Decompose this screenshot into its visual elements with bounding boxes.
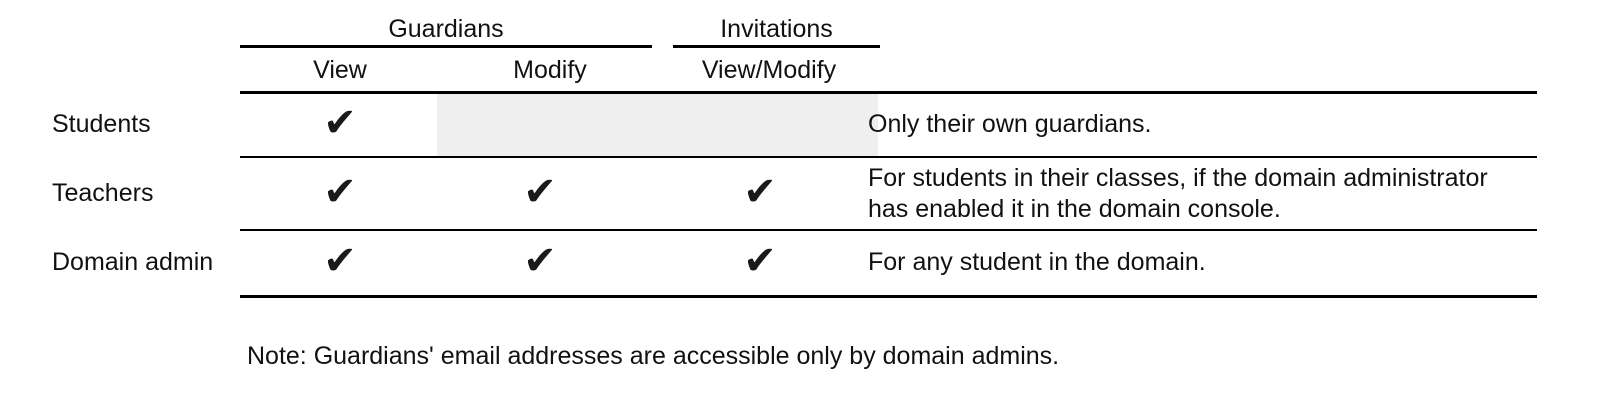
table-rule-header-bottom	[240, 91, 1537, 94]
check-teachers-invitations-view-modify: ✔	[743, 169, 777, 215]
row-label-domain-admin: Domain admin	[52, 248, 214, 276]
table-footnote: Note: Guardians' email addresses are acc…	[247, 342, 1060, 370]
column-group-header-invitations: Invitations	[720, 15, 833, 43]
table-rule-after-students	[240, 156, 1537, 158]
column-header-invitations-view-modify: View/Modify	[701, 56, 837, 84]
column-header-guardians-view: View	[313, 56, 367, 84]
column-header-guardians-modify: Modify	[513, 56, 587, 84]
check-students-guardians-view: ✔	[323, 100, 357, 146]
disabled-cell-shading-students	[437, 94, 878, 156]
table-rule-after-teachers	[240, 229, 1537, 231]
row-label-teachers: Teachers	[52, 179, 154, 207]
row-label-students: Students	[52, 110, 151, 138]
row-description-domain-admin: For any student in the domain.	[868, 248, 1206, 276]
column-group-rule-guardians	[240, 45, 652, 48]
column-group-header-guardians: Guardians	[388, 15, 504, 43]
table-rule-table-bottom	[240, 295, 1537, 298]
check-domain-admin-guardians-modify: ✔	[523, 238, 557, 284]
check-teachers-guardians-modify: ✔	[523, 169, 557, 215]
row-description-students: Only their own guardians.	[868, 110, 1152, 138]
column-group-rule-invitations	[673, 45, 880, 48]
check-teachers-guardians-view: ✔	[323, 169, 357, 215]
check-domain-admin-guardians-view: ✔	[323, 238, 357, 284]
check-domain-admin-invitations-view-modify: ✔	[743, 238, 777, 284]
row-description-teachers: For students in their classes, if the do…	[868, 164, 1488, 223]
